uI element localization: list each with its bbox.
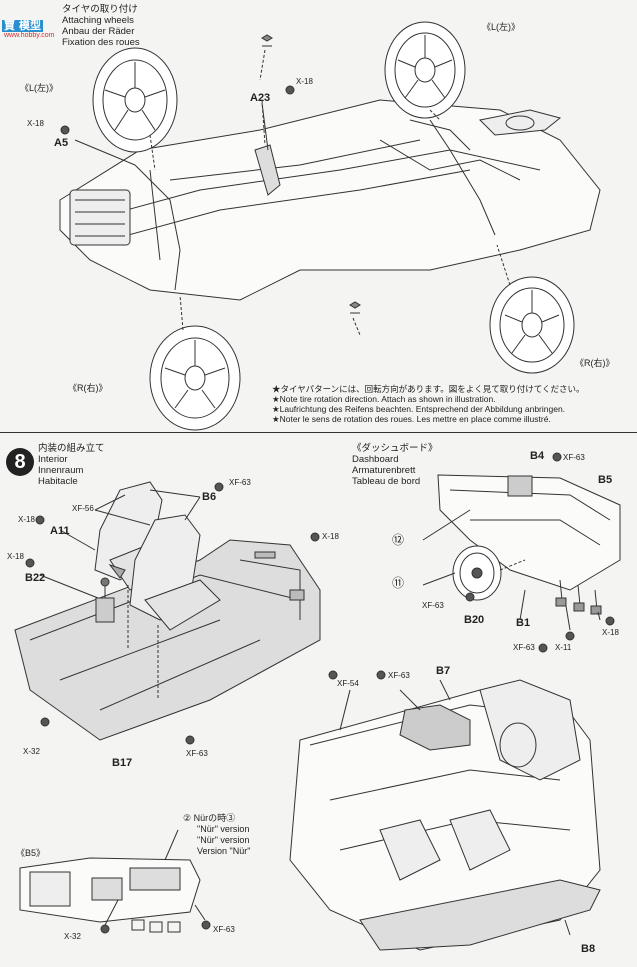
dashboard-title-fr: Tableau de bord xyxy=(352,476,421,487)
step8-title: 内装の組み立て Interior Innenraum Habitacle xyxy=(38,443,105,487)
nur-marker-2: ② xyxy=(183,813,192,823)
b5-inset-title: 《B5》 xyxy=(16,848,46,858)
part-a23: A23 xyxy=(250,92,271,104)
part-b4: B4 xyxy=(530,450,545,462)
step7-title-fr: Fixation des roues xyxy=(62,37,140,48)
paint-xf54: XF-54 xyxy=(337,679,359,688)
step7-title-jp: タイヤの取り付け xyxy=(62,4,138,15)
paint-x11: X-11 xyxy=(555,643,572,652)
watermark-logo: 賈模型 xyxy=(2,16,43,34)
watermark-text-2: 模型 xyxy=(17,20,43,32)
part-b7: B7 xyxy=(436,665,451,677)
note-jp: ★タイヤパターンには、回転方向があります。図をよく見て取り付けてください。 xyxy=(272,384,585,394)
paint-xf63-1: XF-63 xyxy=(229,478,251,487)
paint-x32-inset: X-32 xyxy=(64,932,81,941)
step8-number: 8 xyxy=(6,448,34,476)
note-fr: ★Noter le sens de rotation des roues. Le… xyxy=(272,414,551,424)
paint-x18-a: X-18 xyxy=(296,77,313,86)
nur-version-fr: Version "Nür" xyxy=(197,846,251,856)
paint-x18-b: X-18 xyxy=(27,119,44,128)
step8-title-de: Innenraum xyxy=(38,465,84,476)
part-b22: B22 xyxy=(25,572,46,584)
paint-xf63-inset: XF-63 xyxy=(213,925,235,934)
paint-x18-1: X-18 xyxy=(18,515,35,524)
label-r-right-bottom: 《R(右)》 xyxy=(575,358,615,368)
part-b17: B17 xyxy=(112,757,133,769)
marker-12: ⑫ xyxy=(392,533,405,547)
paint-x18-3: X-18 xyxy=(322,532,339,541)
dashboard-title-jp: 《ダッシュボード》 xyxy=(352,443,438,454)
nur-marker-3: ③ xyxy=(226,813,236,823)
label-r-left-bottom: 《R(右)》 xyxy=(68,383,108,393)
label-l-left-top: 《L(左)》 xyxy=(20,83,58,93)
paint-xf56: XF-56 xyxy=(72,504,94,513)
paint-x18-dash: X-18 xyxy=(602,628,619,637)
paint-xf63-a: XF-63 xyxy=(563,453,585,462)
part-a5: A5 xyxy=(54,137,69,149)
watermark-text: 賈 xyxy=(2,20,17,32)
step7-notes: ★タイヤパターンには、回転方向があります。図をよく見て取り付けてください。 ★N… xyxy=(272,384,585,424)
paint-xf63-2: XF-63 xyxy=(186,749,208,758)
step8-title-fr: Habitacle xyxy=(38,476,78,487)
paint-x32-1: X-32 xyxy=(23,747,40,756)
nur-version-jp: ② Nürの時③ xyxy=(183,813,250,824)
nur-version-de: "Nür" version xyxy=(197,835,250,845)
marker-11: ⑪ xyxy=(392,576,405,590)
watermark-url: www.hobby.com xyxy=(4,32,55,39)
dashboard-title: 《ダッシュボード》 Dashboard Armaturenbrett Table… xyxy=(352,443,438,487)
paint-xf63-b: XF-63 xyxy=(422,601,444,610)
part-b8: B8 xyxy=(581,943,596,955)
step-divider xyxy=(0,432,637,433)
nur-jp-text: Nürの時 xyxy=(193,813,227,823)
part-a11: A11 xyxy=(50,525,70,537)
step7-title-en: Attaching wheels xyxy=(62,15,134,26)
part-b20: B20 xyxy=(464,614,485,626)
note-de: ★Laufrichtung des Reifens beachten. Ents… xyxy=(272,404,566,414)
step8-title-en: Interior xyxy=(38,454,68,465)
paint-x18-2: X-18 xyxy=(7,552,24,561)
nur-version-note: ② Nürの時③ "Nür" version "Nür" version Ver… xyxy=(183,813,250,857)
dashboard-title-de: Armaturenbrett xyxy=(352,465,416,476)
step7-title: タイヤの取り付け Attaching wheels Anbau der Räde… xyxy=(62,4,140,48)
dashboard-title-en: Dashboard xyxy=(352,454,399,465)
step8-title-jp: 内装の組み立て xyxy=(38,443,105,454)
note-en: ★Note tire rotation direction. Attach as… xyxy=(272,394,496,404)
part-b6: B6 xyxy=(202,491,217,503)
label-l-right-top: 《L(左)》 xyxy=(482,22,520,32)
part-b1: B1 xyxy=(516,617,531,629)
part-b5: B5 xyxy=(598,474,613,486)
paint-xf63-c: XF-63 xyxy=(513,643,535,652)
paint-xf63-cabin: XF-63 xyxy=(388,671,410,680)
step7-title-de: Anbau der Räder xyxy=(62,26,135,37)
nur-version-en: "Nür" version xyxy=(197,824,250,834)
